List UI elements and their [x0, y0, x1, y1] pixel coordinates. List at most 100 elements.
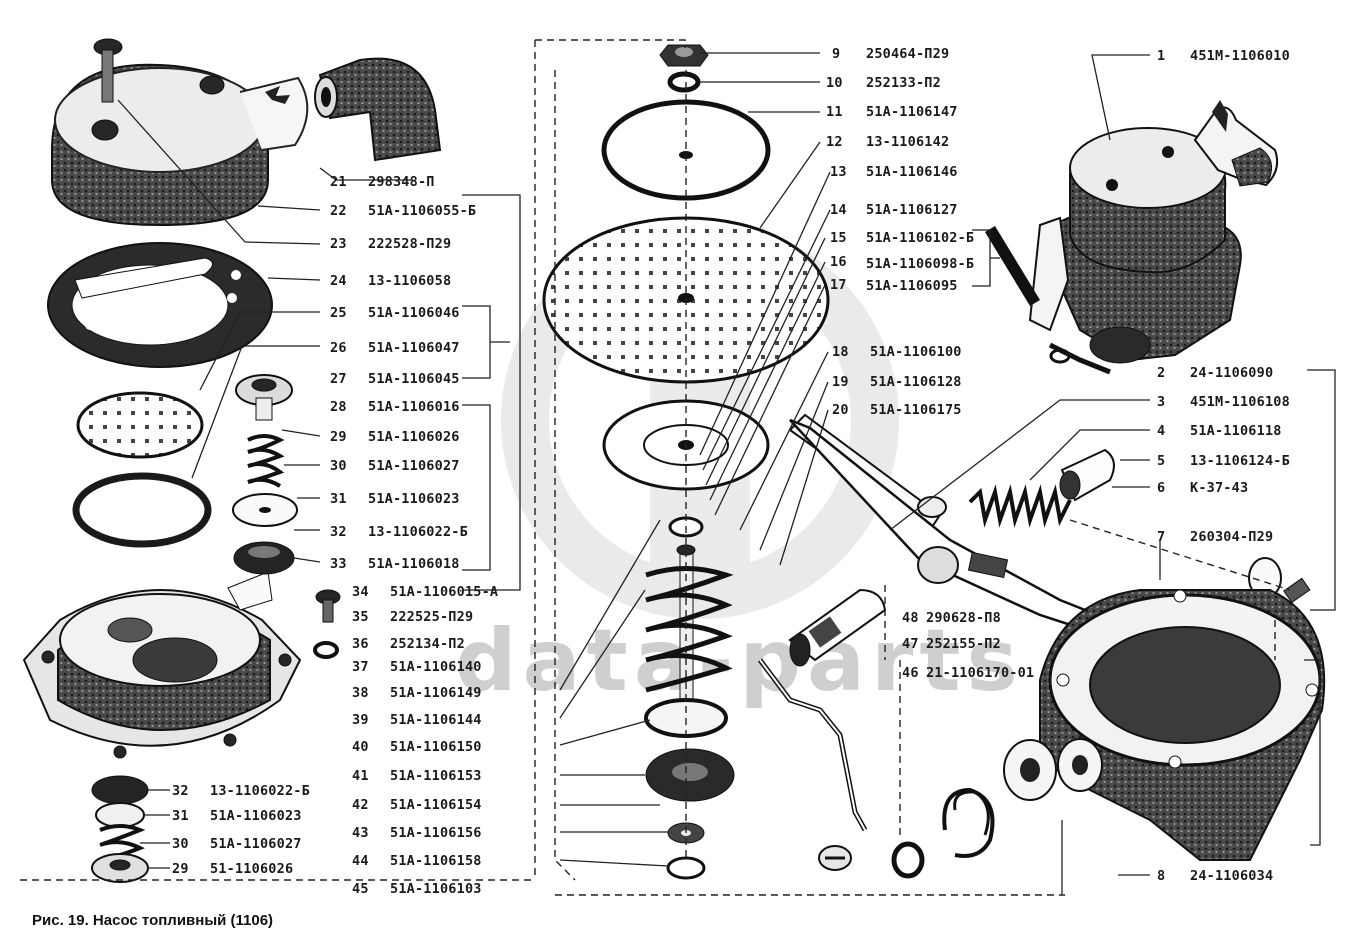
part-code: 24-1106090 [1190, 365, 1273, 381]
part-8-housing [942, 589, 1326, 861]
callout-num: 10 [826, 75, 843, 91]
part-code: 51А-1106102-Б [866, 230, 974, 246]
callout-num: 46 [902, 665, 919, 681]
part-code: 51А-1106047 [368, 340, 460, 356]
part-code: 252134-П2 [390, 636, 465, 652]
callout-num: 29 [172, 861, 189, 877]
callout-num: 14 [830, 202, 847, 218]
part-24-gasket [47, 242, 273, 368]
part-code: 451М-1106010 [1190, 48, 1290, 64]
part-code: 51А-1106144 [390, 712, 482, 728]
part-30-spring [247, 434, 285, 488]
part-code: 298348-П [368, 174, 435, 190]
part-code: 21-1106170-01 [926, 665, 1034, 681]
callout-num: 9 [832, 46, 840, 62]
callout-num: 44 [352, 853, 369, 869]
part-6-small-screw [1283, 577, 1311, 604]
part-code: 51А-1106016 [368, 399, 460, 415]
part-31-washer [232, 493, 298, 527]
labels-left-column: 21 298348-П 22 51А-1106055-Б 23 222528-П… [330, 174, 476, 572]
part-code: 51А-1106023 [210, 808, 302, 824]
callout-num: 36 [352, 636, 369, 652]
part-9-nut [659, 44, 709, 67]
part-code: 51А-1106103 [390, 881, 482, 897]
part-28-valve [235, 374, 293, 421]
callout-num: 7 [1157, 529, 1165, 545]
part-code: 51А-1106046 [368, 305, 460, 321]
part-code: 222528-П29 [368, 236, 451, 252]
callout-num: 13 [830, 164, 847, 180]
callout-num: 41 [352, 768, 369, 784]
callout-num: 29 [330, 429, 347, 445]
callout-num: 32 [330, 524, 347, 540]
callout-num: 37 [352, 659, 369, 675]
part-screw-bottom [818, 845, 852, 871]
part-23-screw [93, 38, 123, 103]
part-code: 51А-1106150 [390, 739, 482, 755]
callout-num: 25 [330, 305, 347, 321]
part-code: К-37-43 [1190, 480, 1248, 496]
labels-bottom-left: 32 13-1106022-Б 31 51А-1106023 30 51А-11… [172, 783, 310, 877]
part-10-washer [667, 71, 701, 93]
part-code: 13-1106022-Б [210, 783, 310, 799]
callout-num: 33 [330, 556, 347, 572]
callout-num: 21 [330, 174, 347, 190]
callout-num: 30 [172, 836, 189, 852]
priming-lever-handle [985, 226, 1040, 306]
part-code: 451М-1106108 [1190, 394, 1290, 410]
part-code: 51А-1106156 [390, 825, 482, 841]
part-code: 51А-1106015-А [390, 584, 498, 600]
part-code: 24-1106034 [1190, 868, 1273, 884]
part-25-strainer [76, 391, 204, 459]
callout-num: 23 [330, 236, 347, 252]
part-code: 51А-1106158 [390, 853, 482, 869]
callout-num: 28 [330, 399, 347, 415]
callout-num: 42 [352, 797, 369, 813]
part-code: 51А-1106149 [390, 685, 482, 701]
watermark-text: data-parts [455, 611, 1024, 711]
callout-num: 1 [1157, 48, 1165, 64]
part-code: 51А-1106095 [866, 278, 958, 294]
labels-center: 9 250464-П29 10 252133-П2 11 51А-1106147… [826, 46, 974, 418]
callout-num: 8 [1157, 868, 1165, 884]
bottom-valve-stack [91, 775, 149, 883]
part-code: 260304-П29 [1190, 529, 1273, 545]
part-32-valve-disc [233, 541, 295, 575]
part-code: 51А-1106055-Б [368, 203, 476, 219]
callout-num: 20 [832, 402, 849, 418]
part-code: 51А-1106045 [368, 371, 460, 387]
part-code: 51А-1106153 [390, 768, 482, 784]
part-code: 51А-1106026 [368, 429, 460, 445]
callout-num: 19 [832, 374, 849, 390]
part-38-spring-rod [645, 544, 734, 719]
callout-num: 17 [830, 277, 847, 293]
part-code: 51А-1106127 [866, 202, 958, 218]
part-code: 51А-1106100 [870, 344, 962, 360]
callout-num: 47 [902, 636, 919, 652]
callout-num: 27 [330, 371, 347, 387]
part-code: 51А-1106128 [870, 374, 962, 390]
part-o-ring-small [891, 841, 925, 879]
callout-num: 38 [352, 685, 369, 701]
part-code: 252133-П2 [866, 75, 941, 91]
part-code: 290628-П8 [926, 610, 1001, 626]
callout-num: 6 [1157, 480, 1165, 496]
part-35-screw [315, 589, 341, 623]
callout-num: 15 [830, 230, 847, 246]
part-27-pump-body [22, 571, 302, 759]
part-code: 51А-1106023 [368, 491, 460, 507]
part-code: 13-1106142 [866, 134, 949, 150]
part-code: 51А-1106027 [210, 836, 302, 852]
callout-num: 39 [352, 712, 369, 728]
labels-right: 1 451М-1106010 2 24-1106090 3 451М-11061… [1157, 48, 1290, 884]
callout-num: 11 [826, 104, 843, 120]
part-code: 13-1106124-Б [1190, 453, 1290, 469]
callout-num: 34 [352, 584, 369, 600]
part-code: 250464-П29 [866, 46, 949, 62]
callout-num: 22 [330, 203, 347, 219]
part-22-cover [51, 63, 309, 227]
part-5-bushing [1059, 448, 1115, 502]
callout-num: 31 [172, 808, 189, 824]
